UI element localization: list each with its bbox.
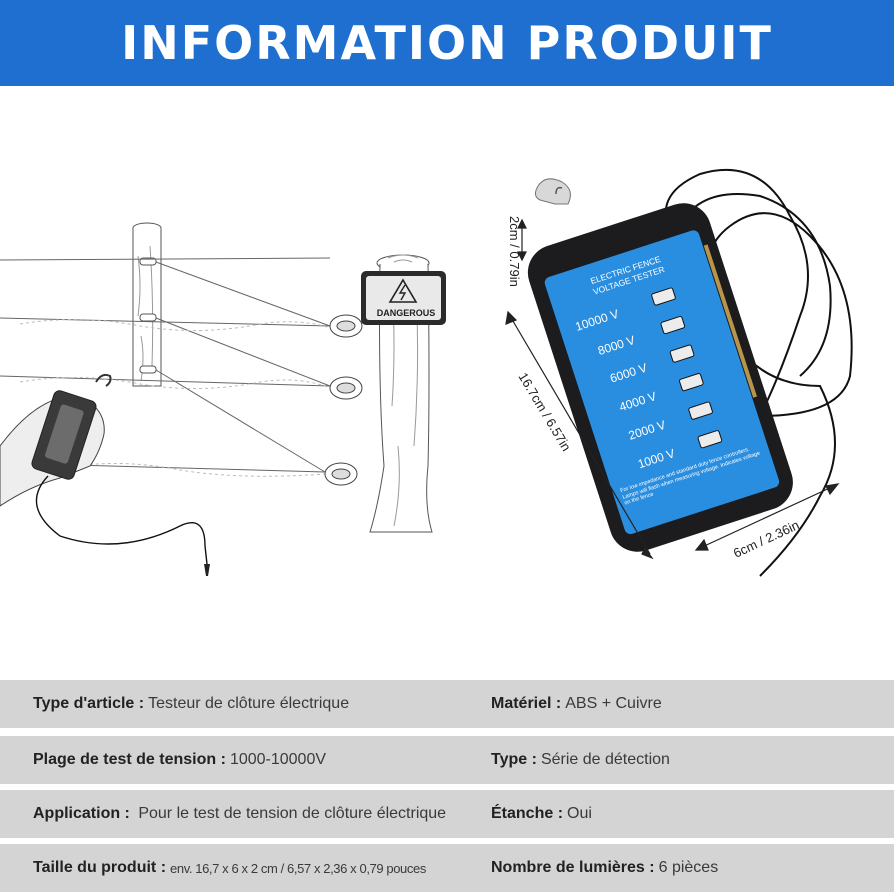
spec-value: ABS + Cuivre	[565, 695, 662, 712]
spec-value: 1000-10000V	[229, 751, 327, 768]
spec-cell-right: Nombre de lumières : 6 pièces	[491, 844, 718, 892]
device-panel	[544, 230, 780, 535]
spec-key: Type :	[491, 751, 537, 768]
hand-with-tester	[0, 373, 210, 576]
spec-row: Type d'article : Testeur de clôture élec…	[0, 680, 894, 728]
spec-cell-right: Matériel : ABS + Cuivre	[491, 680, 662, 728]
width-dimension-label: 6cm / 2.36in	[731, 517, 802, 561]
spec-key: Nombre de lumières :	[491, 859, 655, 876]
hook-dimension-label: 2cm / 0.79in	[507, 216, 522, 287]
spec-value: Pour le test de tension de clôture élect…	[133, 805, 447, 822]
dimension-markers	[505, 218, 840, 560]
spec-value: Oui	[567, 805, 592, 822]
spec-key: Application :	[33, 805, 130, 822]
spec-cell-right: Type : Série de détection	[491, 736, 670, 784]
lightning-bolt-icon	[398, 284, 407, 301]
spec-value: env. 16,7 x 6 x 2 cm / 6,57 x 2,36 x 0,7…	[170, 860, 426, 876]
spec-key: Plage de test de tension :	[33, 751, 226, 768]
fence-insulators	[324, 314, 363, 486]
spec-key: Taille du produit :	[33, 859, 167, 876]
spec-value: Testeur de clôture électrique	[148, 695, 350, 712]
danger-sign: DANGEROUS	[361, 271, 446, 325]
spec-row: Taille du produit : env. 16,7 x 6 x 2 cm…	[0, 844, 894, 892]
spec-cell-left: Application : Pour le test de tension de…	[33, 790, 446, 838]
spec-cell-left: Taille du produit : env. 16,7 x 6 x 2 cm…	[33, 844, 426, 892]
indicator-lamp	[660, 315, 686, 335]
far-fence-post	[132, 222, 162, 387]
spec-key: Matériel :	[491, 695, 562, 712]
spec-table: Type d'article : Testeur de clôture élec…	[0, 680, 894, 893]
spec-cell-left: Type d'article : Testeur de clôture élec…	[33, 680, 349, 728]
illustration-canvas: DANGEROUS ELECTRIC FENCE VOLTAGE TES	[0, 168, 853, 577]
spec-key: Type d'article :	[33, 695, 145, 712]
fence-wires	[0, 257, 331, 477]
spec-row: Application : Pour le test de tension de…	[0, 790, 894, 838]
product-illustration: DANGEROUS ELECTRIC FENCE VOLTAGE TES	[0, 86, 894, 680]
fence-scene	[0, 222, 433, 533]
indicator-lamp	[651, 287, 676, 306]
indicator-lamp	[669, 344, 695, 363]
indicator-lamp	[688, 401, 713, 420]
banner-title: INFORMATION PRODUIT	[121, 16, 773, 70]
warning-triangle-icon	[388, 278, 418, 303]
near-fence-post	[369, 254, 433, 533]
spec-value: Série de détection	[540, 751, 670, 768]
voltage-tester-device: ELECTRIC FENCE VOLTAGE TESTER 10000 V 80…	[527, 168, 853, 577]
spec-value: 6 pièces	[658, 859, 719, 876]
spec-cell-right: Étanche : Oui	[491, 790, 592, 838]
indicator-lamp	[679, 373, 704, 392]
danger-sign-label: DANGEROUS	[377, 308, 436, 318]
spec-key: Étanche :	[491, 805, 564, 822]
spec-cell-left: Plage de test de tension : 1000-10000V	[33, 736, 326, 784]
title-banner: INFORMATION PRODUIT	[0, 0, 894, 86]
spec-row: Plage de test de tension : 1000-10000V T…	[0, 736, 894, 784]
indicator-lamp	[697, 430, 723, 449]
